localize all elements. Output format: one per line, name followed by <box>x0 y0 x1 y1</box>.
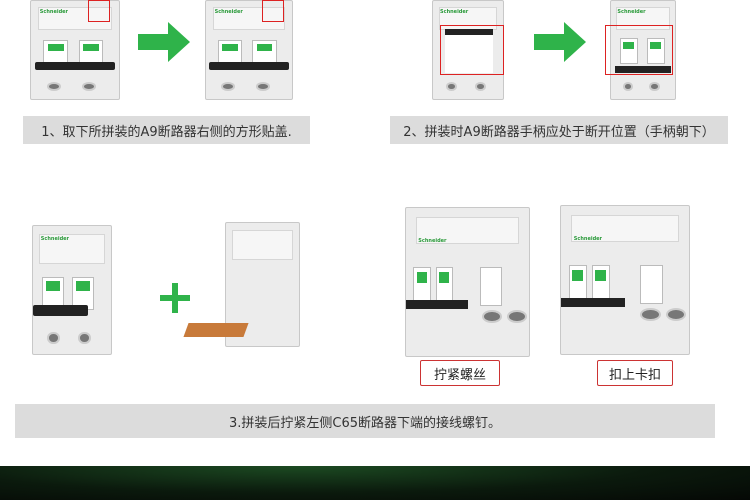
dark-banner <box>0 466 750 500</box>
assembled-breaker-screw: Schneider <box>405 207 530 357</box>
fasten-clip-label: 扣上卡扣 <box>597 360 673 386</box>
step-2-caption: 2、拼装时A9断路器手柄应处于断开位置（手柄朝下） <box>390 116 728 144</box>
highlight-box <box>605 25 673 75</box>
arrow-right-icon <box>138 22 190 62</box>
breaker-image-after: Schneider <box>205 0 293 100</box>
highlight-box <box>262 0 284 22</box>
arrow-right-icon <box>534 22 586 62</box>
highlight-box <box>88 0 110 22</box>
c65-breaker-image: Schneider <box>32 225 112 355</box>
highlight-box <box>440 25 504 75</box>
step-3-caption: 3.拼装后拧紧左侧C65断路器下端的接线螺钉。 <box>15 404 715 438</box>
auxiliary-module-image <box>183 222 300 347</box>
plus-icon <box>160 283 190 313</box>
breaker-image-before: Schneider <box>30 0 120 100</box>
tighten-screw-label: 拧紧螺丝 <box>420 360 500 386</box>
assembled-breaker-clip: Schneider <box>560 205 690 355</box>
breaker-handle-down: Schneider <box>610 0 676 100</box>
step-1-caption: 1、取下所拼装的A9断路器右侧的方形贴盖. <box>23 116 310 144</box>
